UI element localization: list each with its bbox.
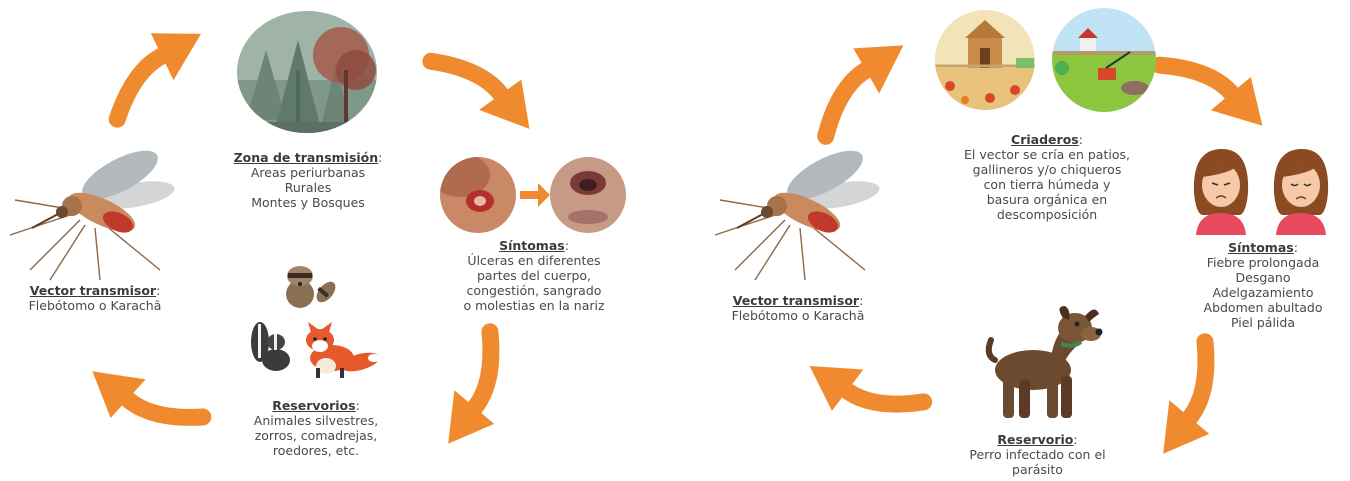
fox-icon [306, 322, 381, 378]
mosquito-illustration-left [10, 140, 190, 280]
caption-title: Síntomas: [499, 238, 569, 253]
sick-person-icon [1274, 149, 1328, 235]
caption-reservoirs: Reservorios: Animales silvestres, zorros… [236, 398, 396, 458]
caption-vector-right: Vector transmisor: Flebótomo o Karachã [723, 293, 873, 323]
skunk-icon [251, 322, 290, 371]
caption-title: Síntomas: [1228, 240, 1298, 255]
caption-reservoir-dog: Reservorio: Perro infectado con el parás… [955, 432, 1120, 477]
arrow-left-bottom-left [77, 344, 203, 463]
breeding-sites-images [930, 8, 1160, 110]
caption-title: Criaderos: [1011, 132, 1083, 147]
raccoon-icon [286, 266, 339, 308]
caption-title: Reservorios: [272, 398, 360, 413]
arrow-left-top-left [89, 13, 218, 119]
forest-zone-image [236, 10, 378, 134]
caption-title: Vector transmisor: [30, 283, 161, 298]
arrow-left-top-right [431, 24, 548, 151]
caption-title: Vector transmisor: [733, 293, 864, 308]
caption-symptoms-left: Síntomas: Úlceras en diferentes partes d… [443, 238, 625, 313]
caption-title: Reservorio: [997, 432, 1077, 447]
arrow-left-bottom-right [420, 332, 537, 459]
sick-person-icon [1194, 149, 1248, 235]
chicken-coop-icon [930, 8, 1040, 112]
caption-symptoms-right: Síntomas: Fiebre prolongada Desgano Adel… [1188, 240, 1338, 330]
skin-ulcer-photos [440, 155, 628, 237]
wild-animals-illustration [248, 262, 383, 382]
arrow-right-bottom-left [796, 337, 924, 452]
mosquito-illustration-right [715, 140, 895, 280]
caption-title: Zona de transmisión: [234, 150, 383, 165]
dog-icon [989, 306, 1103, 418]
arrow-right-bottom-right [1135, 342, 1252, 469]
dog-illustration [985, 300, 1110, 422]
arrow-right-top-left [794, 25, 922, 136]
caption-vector-left: Vector transmisor: Flebótomo o Karachã [20, 283, 170, 313]
sick-people-illustration [1188, 143, 1338, 235]
caption-breeding-sites: Criaderos: El vector se cría en patios, … [958, 132, 1136, 222]
arrow-right-top-right [1159, 25, 1280, 150]
garden-lawn-icon [1050, 8, 1160, 113]
caption-zone: Zona de transmisión: Areas periurbanas R… [228, 150, 388, 210]
